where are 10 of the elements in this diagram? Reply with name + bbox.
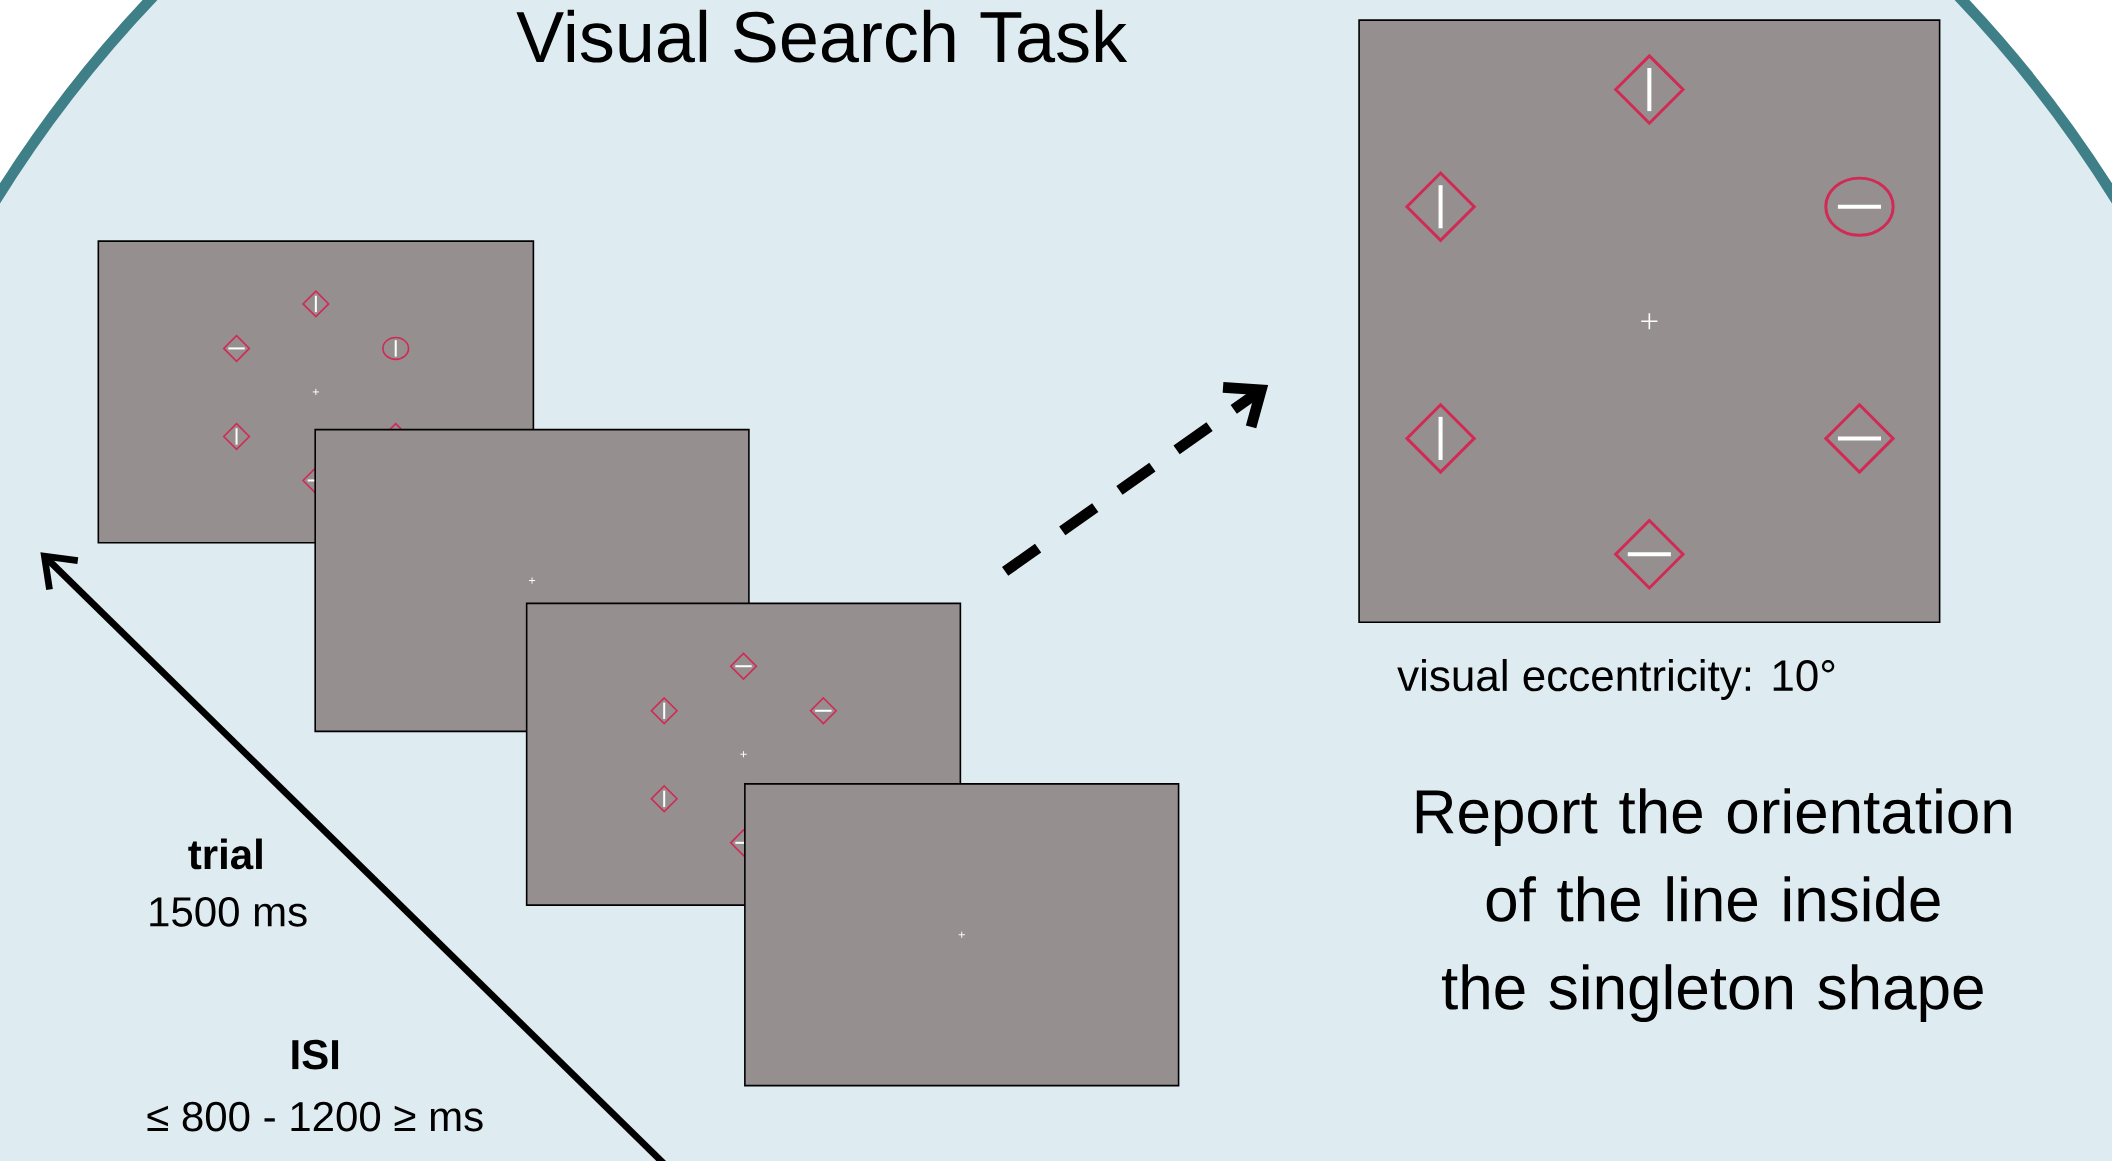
title: Visual Search Task [516,9,1128,63]
display-screen [744,783,1180,1087]
duration-label: 1500 ms [150,896,307,927]
display-screen [1358,19,1941,624]
duration-label: ISI [292,1039,339,1070]
duration-label: trial [188,838,262,870]
duration-label: ≤ 800 - 1200 ≥ ms [147,1101,483,1132]
node-label: visual eccentricity: 10° [1397,658,1835,700]
dashed-arrow [1002,381,1269,576]
instruction-text: Report the orientation of the line inside the singleton shape [1416,788,2011,1022]
